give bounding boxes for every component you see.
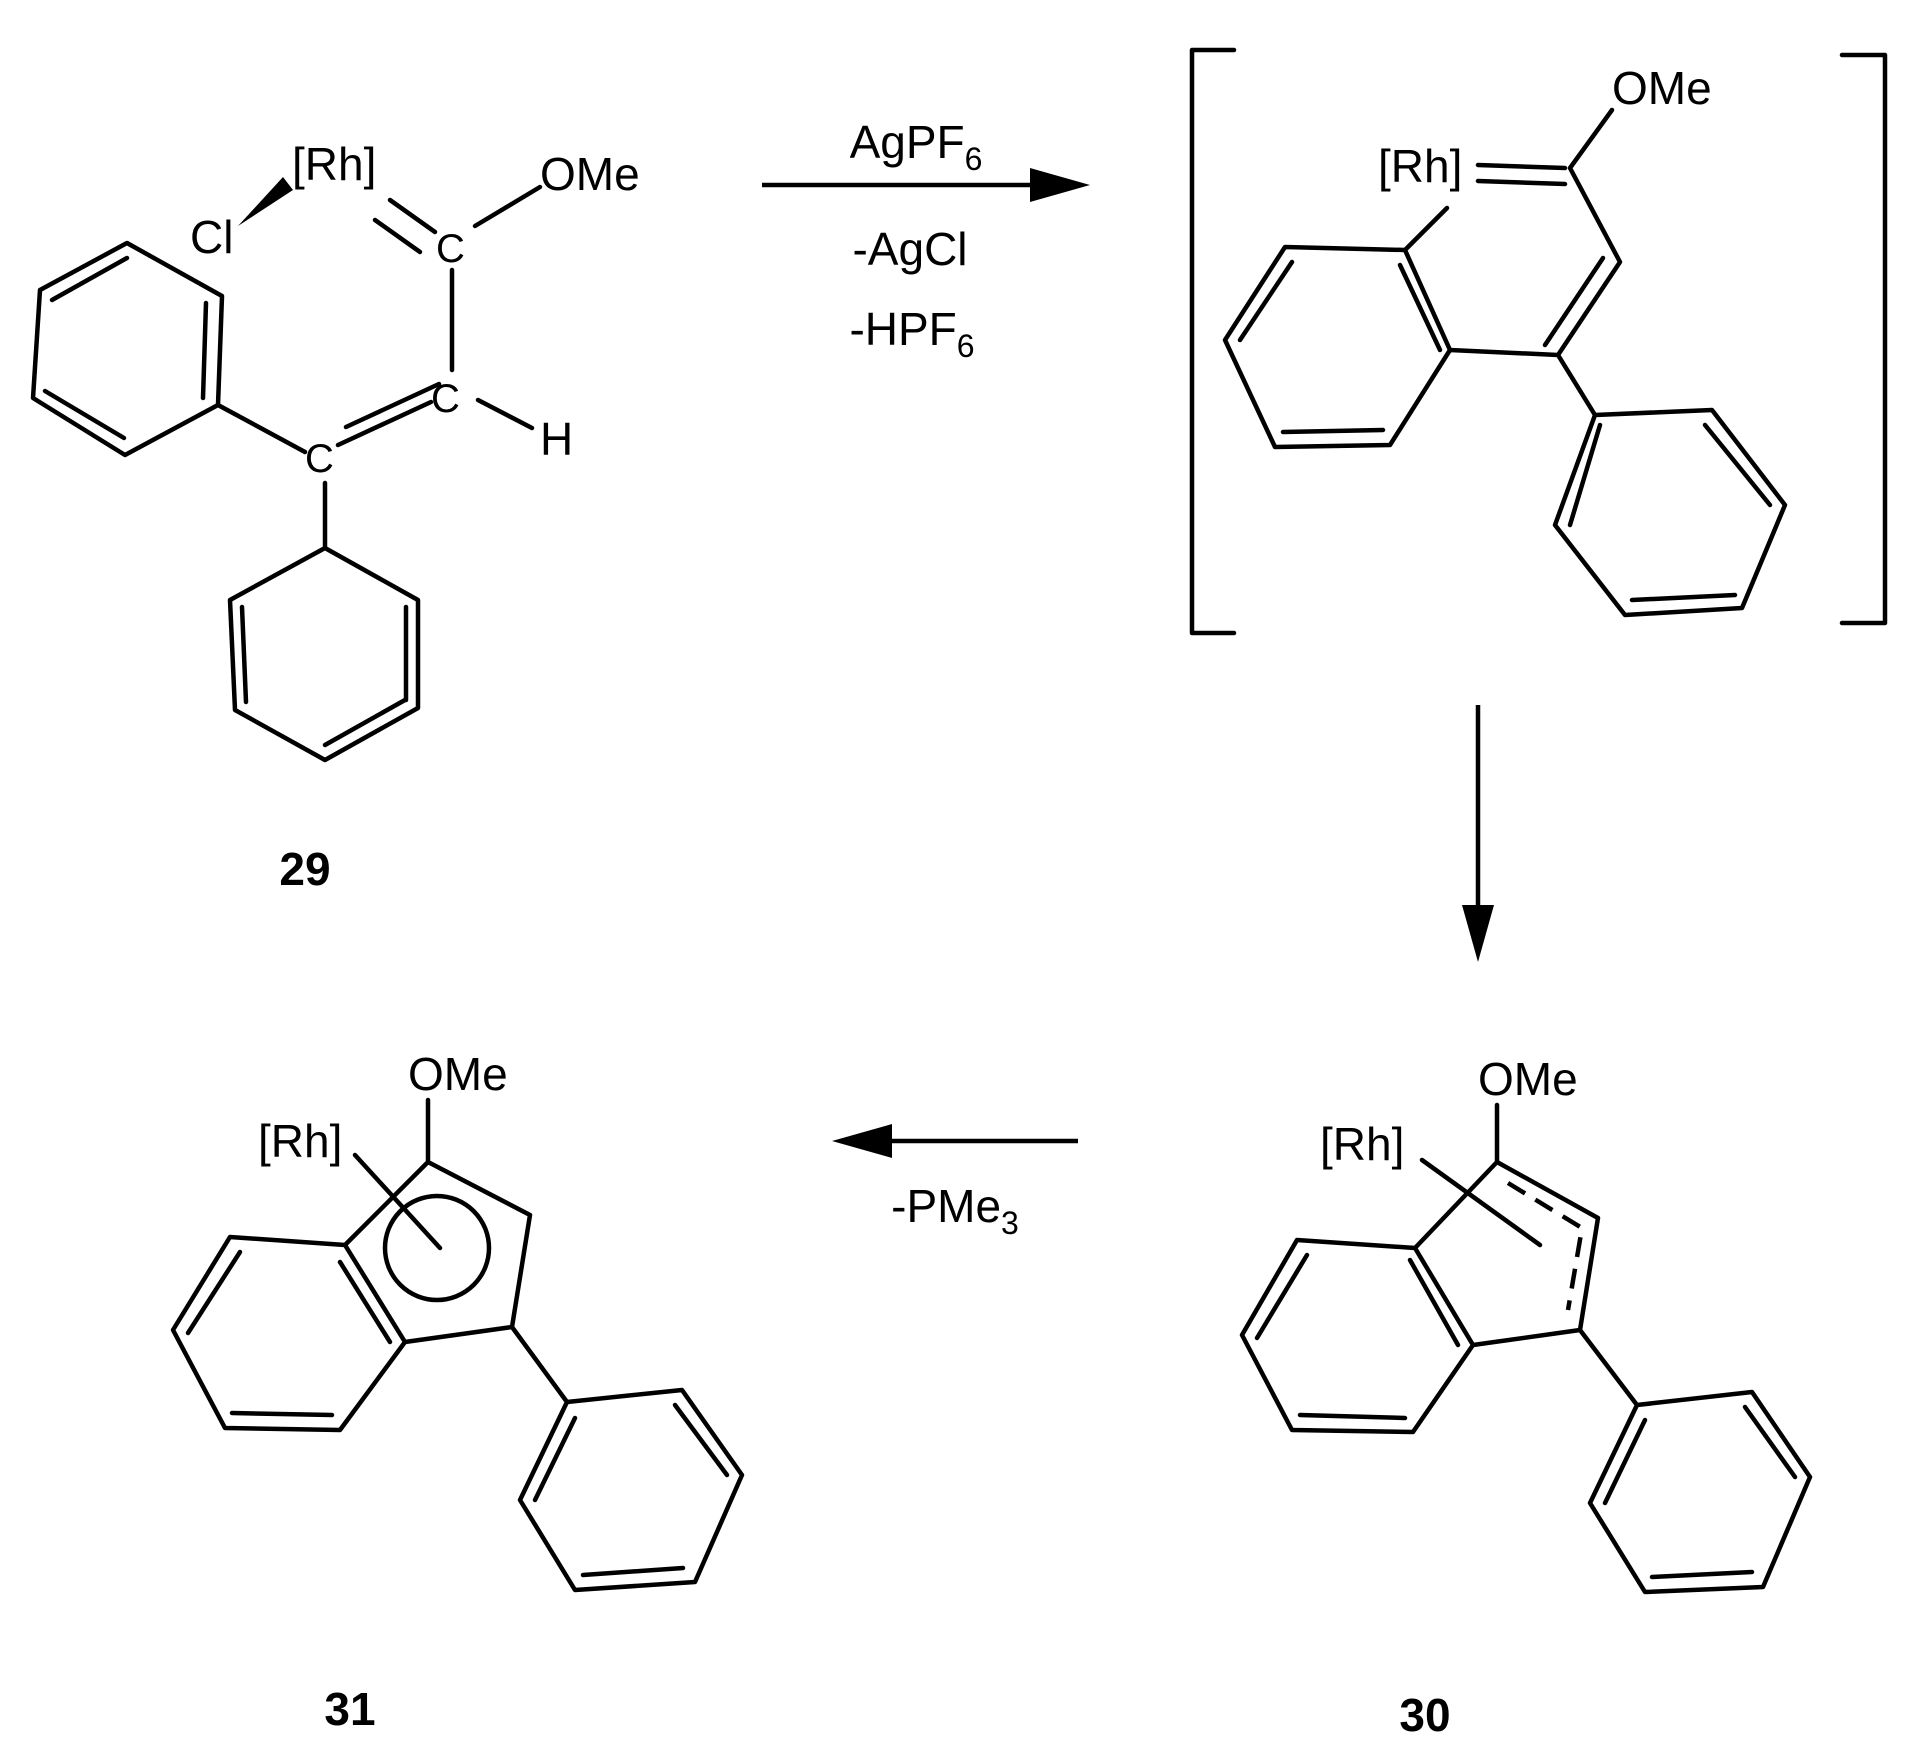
reagent-agpf6: AgPF6 (850, 116, 983, 177)
delocalized-dashed-bond (1506, 1181, 1585, 1311)
compound-number-29: 29 (279, 843, 330, 895)
eta5-ring-circle (382, 1193, 492, 1303)
chlorine-label: Cl (190, 211, 233, 263)
reaction-arrow-3 (832, 1124, 1078, 1158)
reaction-arrow-1 (762, 168, 1090, 202)
compound-number-30: 30 (1399, 1689, 1450, 1741)
byproduct-hpf6: -HPF6 (849, 303, 974, 364)
methoxy-label-30: OMe (1478, 1053, 1578, 1105)
cl-wedge-bond (238, 177, 293, 226)
rhodium-label-intermediate: [Rh] (1378, 140, 1462, 192)
compound-31-bonds (170, 1097, 745, 1593)
compound-29: Cl [Rh] OMe C C C H 29 (30, 138, 640, 895)
intermediate-carbene: [Rh] OMe (1189, 47, 1888, 636)
diphenyl-carbon-label: C (305, 437, 334, 481)
compound-number-31: 31 (324, 1683, 375, 1735)
rhodium-label-31: [Rh] (258, 1115, 342, 1167)
compound-30: [Rh] OMe 30 (1239, 1053, 1813, 1741)
byproduct-agcl: -AgCl (852, 223, 967, 275)
intermediate-bonds (1222, 107, 1788, 618)
byproduct-pme3: -PMe3 (891, 1180, 1019, 1241)
carbene-carbon-label: C (436, 227, 465, 271)
compound-30-bonds (1239, 1102, 1813, 1595)
compound-29-bonds (30, 184, 543, 763)
reaction-arrow-2 (1462, 705, 1494, 962)
rhodium-label-30: [Rh] (1320, 1118, 1404, 1170)
left-bracket (1189, 47, 1237, 636)
methoxy-label-31: OMe (408, 1048, 508, 1100)
methoxy-label-intermediate: OMe (1612, 62, 1712, 114)
methoxy-label-29: OMe (540, 148, 640, 200)
right-bracket (1839, 52, 1888, 626)
rhodium-label-29: [Rh] (292, 138, 376, 190)
compound-31: OMe [Rh] 31 (170, 1048, 745, 1735)
hydrogen-label: H (540, 413, 573, 465)
